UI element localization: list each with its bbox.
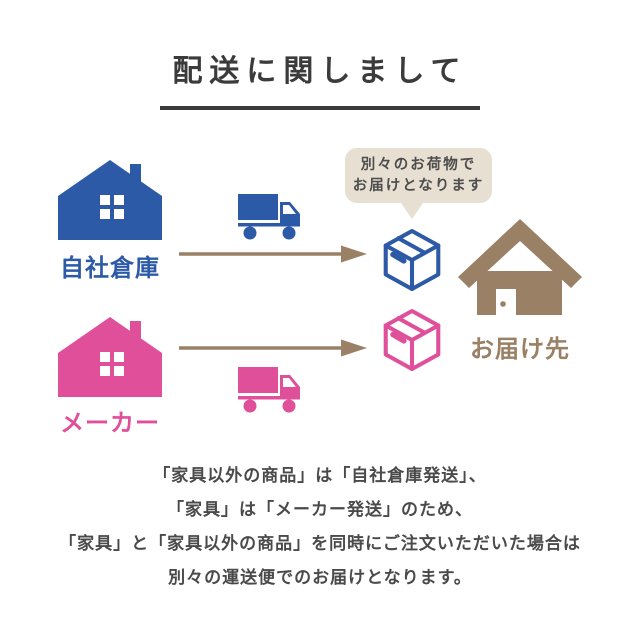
maker-house-icon: [58, 317, 162, 397]
door: [496, 289, 516, 315]
label-slot: [390, 251, 407, 264]
lid-seam: [396, 316, 427, 335]
page-title: 配送に関しまして: [172, 55, 468, 88]
windshield: [283, 205, 296, 214]
chimney: [130, 164, 141, 184]
window: [100, 352, 124, 376]
maker-label: メーカー: [60, 410, 160, 437]
note-line-3: 「家具」と「家具以外の商品」を同時にご注文いただいた場合は: [59, 534, 581, 553]
pink-truck-icon: [238, 367, 300, 413]
warehouse-house-icon: [58, 160, 162, 240]
house-body: [477, 271, 562, 315]
pink-package-icon: [383, 308, 441, 372]
roof: [458, 219, 582, 288]
blue-package-icon: [383, 228, 441, 292]
chassis: [238, 223, 300, 227]
bubble-tail: [401, 203, 423, 219]
chimney: [130, 321, 141, 341]
destination-label: お届け先: [470, 336, 570, 363]
title-underline: [160, 106, 480, 110]
note-line-1: 「家具以外の商品」は「自社倉庫発送」、: [153, 466, 487, 485]
cargo-box: [238, 194, 278, 220]
bubble-line-2: お届けとなります: [352, 177, 485, 194]
arrowhead: [341, 245, 367, 263]
cargo-box: [238, 367, 278, 393]
wheel: [282, 399, 296, 413]
chassis: [238, 396, 300, 400]
warehouse-label: 自社倉庫: [60, 255, 160, 282]
maker-arrow: [179, 339, 367, 357]
bubble-line-1: 別々のお荷物で: [360, 156, 477, 173]
door-knob: [500, 301, 506, 307]
wheel: [282, 226, 296, 240]
lid-seam: [396, 236, 427, 255]
arrowhead: [341, 339, 367, 357]
note-line-2: 「家具」は「メーカー発送」のため、: [167, 500, 473, 519]
shipping-note: 「家具以外の商品」は「自社倉庫発送」、 「家具」は「メーカー発送」のため、 「家…: [0, 459, 640, 595]
note-line-4: 別々の運送便でのお届けとなります。: [168, 568, 472, 587]
wheel: [243, 226, 257, 240]
wheel: [243, 399, 257, 413]
blue-truck-icon: [238, 194, 300, 240]
speech-bubble: 別々のお荷物で お届けとなります: [345, 148, 492, 219]
label-slot: [390, 331, 407, 344]
destination-house-icon: [458, 219, 582, 315]
window: [100, 195, 124, 219]
warehouse-arrow: [179, 245, 367, 263]
windshield: [283, 378, 296, 387]
